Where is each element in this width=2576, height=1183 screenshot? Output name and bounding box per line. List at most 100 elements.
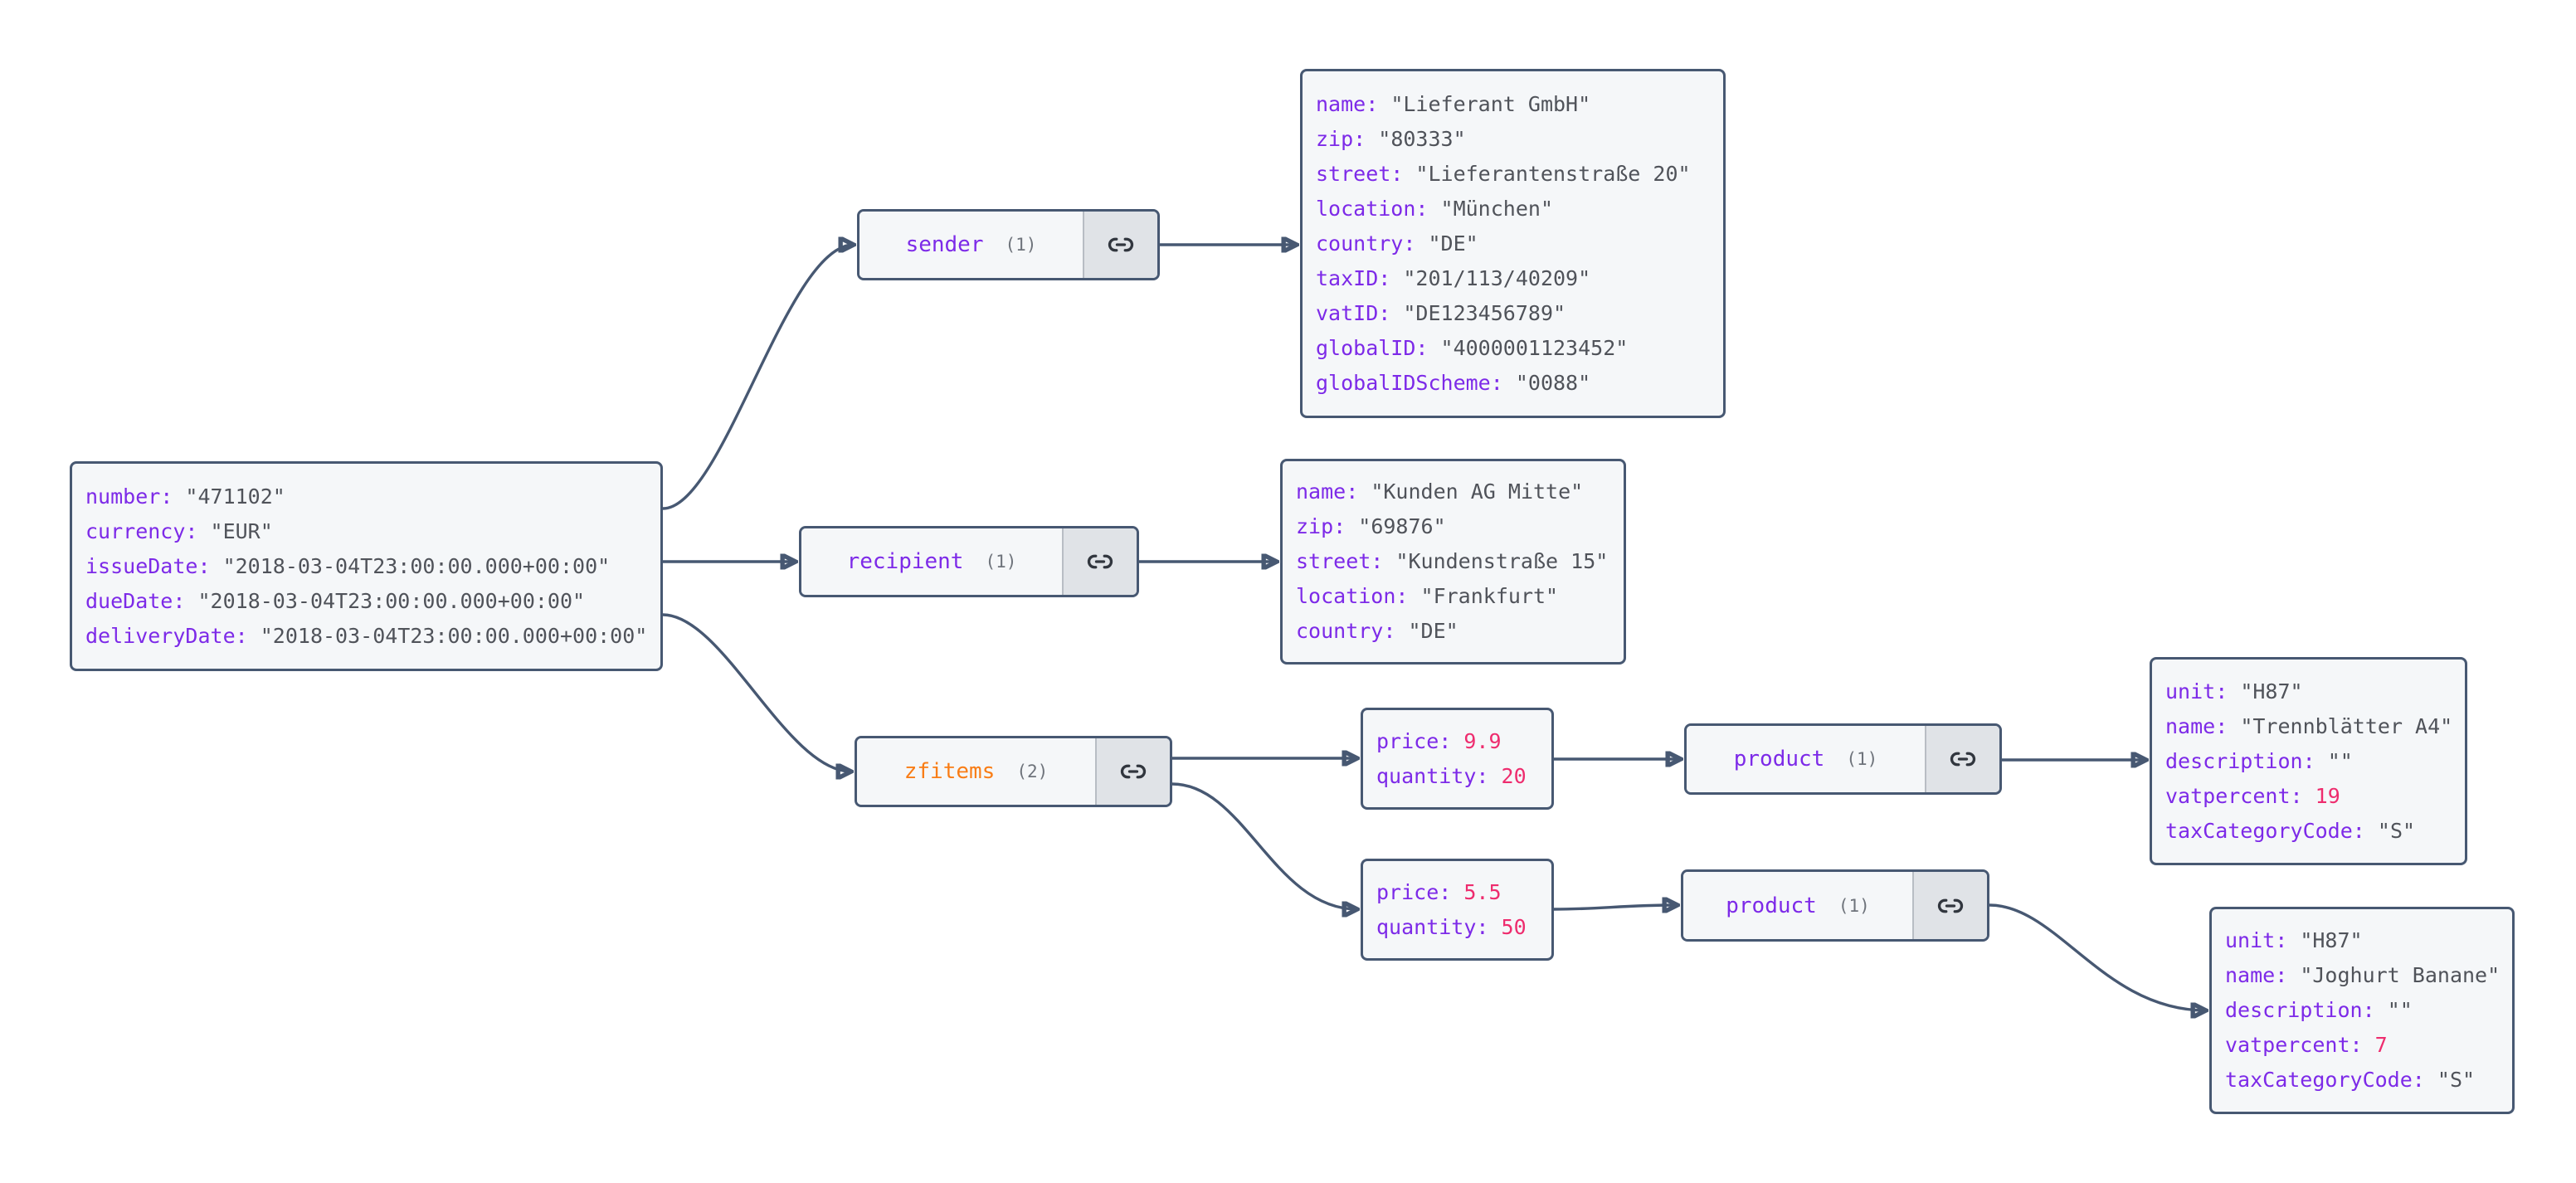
field-value: "Joghurt Banane" (2300, 963, 2501, 987)
field-value: "H87" (2300, 928, 2363, 952)
node-child-count: (1) (1846, 749, 1878, 769)
node-zfitems[interactable]: zfitems (2) (855, 736, 1172, 807)
field-value: "" (2387, 998, 2413, 1022)
edge-product2-details (1989, 903, 2206, 1010)
field-key: zip: (1296, 514, 1346, 538)
node-child-count: (1) (985, 552, 1017, 572)
field-key: globalIDScheme: (1316, 370, 1503, 395)
field-value: "S" (2377, 818, 2416, 843)
node-invoice-root[interactable]: number: "471102"currency: "EUR"issueDate… (70, 461, 663, 671)
field-row: name: "Joghurt Banane" (2225, 958, 2501, 993)
node-label: zfitems (903, 759, 996, 784)
link-icon (1950, 752, 1976, 767)
field-row: price: 9.9 (1376, 724, 1538, 759)
expand-collapse-button[interactable] (1095, 738, 1170, 805)
field-row: taxCategoryCode: "S" (2225, 1063, 2499, 1098)
node-sender-details[interactable]: name: "Lieferant GmbH"zip: "80333"street… (1300, 69, 1726, 418)
field-key: street: (1296, 549, 1384, 573)
node-recipient[interactable]: recipient (1) (799, 526, 1139, 597)
expand-collapse-button[interactable] (1912, 872, 1987, 939)
field-row: unit: "H87" (2165, 674, 2452, 709)
field-key: quantity: (1376, 914, 1489, 939)
field-row: issueDate: "2018-03-04T23:00:00.000+00:0… (85, 549, 647, 584)
field-key: location: (1316, 196, 1429, 221)
node-product-2-label-area[interactable]: product (1) (1683, 872, 1912, 939)
node-product-1-label-area[interactable]: product (1) (1687, 726, 1925, 792)
node-child-count: (1) (1838, 895, 1870, 916)
field-row: country: "DE" (1296, 614, 1610, 649)
field-row: deliveryDate: "2018-03-04T23:00:00.000+0… (85, 619, 647, 654)
node-child-count: (1) (1005, 235, 1037, 255)
field-value: "München" (1440, 196, 1553, 221)
field-row: zip: "69876" (1296, 509, 1610, 544)
field-key: quantity: (1376, 763, 1489, 788)
field-value: "Lieferant GmbH" (1390, 91, 1591, 116)
node-product-2[interactable]: product (1) (1681, 869, 1989, 942)
node-recipient-label-area[interactable]: recipient (1) (801, 528, 1062, 595)
field-row: street: "Lieferantenstraße 20" (1316, 157, 1710, 192)
node-recipient-details[interactable]: name: "Kunden AG Mitte"zip: "69876"stree… (1280, 459, 1626, 665)
field-value: "201/113/40209" (1403, 265, 1591, 290)
field-row: zip: "80333" (1316, 122, 1710, 157)
field-value: 5.5 (1463, 879, 1502, 904)
field-row: description: "" (2165, 744, 2452, 779)
field-key: number: (85, 484, 173, 509)
field-key: location: (1296, 584, 1409, 608)
expand-collapse-button[interactable] (1062, 528, 1137, 595)
edge-root-zfitems (662, 613, 851, 772)
link-icon (1108, 237, 1134, 252)
field-value: "Lieferantenstraße 20" (1415, 161, 1691, 186)
expand-collapse-button[interactable] (1925, 726, 1999, 792)
field-row: currency: "EUR" (85, 514, 647, 549)
expand-collapse-button[interactable] (1083, 212, 1157, 278)
field-value: "H87" (2240, 679, 2303, 703)
node-zfitems-label-area[interactable]: zfitems (2) (857, 738, 1095, 805)
field-key: vatpercent: (2165, 783, 2303, 808)
field-key: country: (1316, 231, 1416, 256)
field-row: globalIDScheme: "0088" (1316, 366, 1710, 401)
field-key: price: (1376, 879, 1452, 904)
node-product-1[interactable]: product (1) (1684, 723, 2002, 795)
field-row: vatpercent: 7 (2225, 1028, 2499, 1063)
field-row: street: "Kundenstraße 15" (1296, 544, 1610, 579)
field-value: "DE123456789" (1403, 300, 1566, 325)
field-value: "2018-03-04T23:00:00.000+00:00" (260, 623, 648, 648)
edge-item2-product2 (1553, 905, 1678, 909)
node-label: product (1733, 747, 1825, 772)
field-value: 9.9 (1463, 728, 1502, 753)
field-key: description: (2225, 998, 2375, 1022)
field-key: taxID: (1316, 265, 1391, 290)
field-key: name: (1316, 91, 1379, 116)
node-product-1-details[interactable]: unit: "H87"name: "Trennblätter A4"descri… (2150, 657, 2467, 865)
node-product-2-details[interactable]: unit: "H87"name: "Joghurt Banane"descrip… (2209, 907, 2515, 1114)
field-row: price: 5.5 (1376, 875, 1538, 910)
node-sender[interactable]: sender (1) (857, 209, 1160, 280)
field-value: "4000001123452" (1440, 335, 1629, 360)
field-value: "S" (2437, 1068, 2476, 1092)
edge-zfitems-item2 (1171, 782, 1357, 909)
field-key: name: (2225, 963, 2288, 987)
field-value: "Kundenstraße 15" (1395, 549, 1609, 573)
field-value: "Trennblätter A4" (2240, 713, 2453, 738)
field-key: name: (1296, 480, 1359, 504)
field-value: "69876" (1358, 514, 1446, 538)
node-label: product (1726, 893, 1817, 918)
field-key: taxCategoryCode: (2165, 818, 2365, 843)
field-row: globalID: "4000001123452" (1316, 331, 1710, 366)
link-icon (1937, 898, 1964, 913)
link-icon (1087, 554, 1113, 569)
field-row: name: "Lieferant GmbH" (1316, 87, 1710, 122)
field-row: location: "München" (1316, 192, 1710, 226)
field-key: currency: (85, 518, 198, 543)
field-key: vatpercent: (2225, 1033, 2363, 1057)
field-key: dueDate: (85, 588, 186, 613)
field-key: globalID: (1316, 335, 1429, 360)
field-row: unit: "H87" (2225, 923, 2499, 958)
node-sender-label-area[interactable]: sender (1) (859, 212, 1083, 278)
field-row: taxCategoryCode: "S" (2165, 814, 2452, 849)
field-value: 7 (2374, 1033, 2388, 1057)
